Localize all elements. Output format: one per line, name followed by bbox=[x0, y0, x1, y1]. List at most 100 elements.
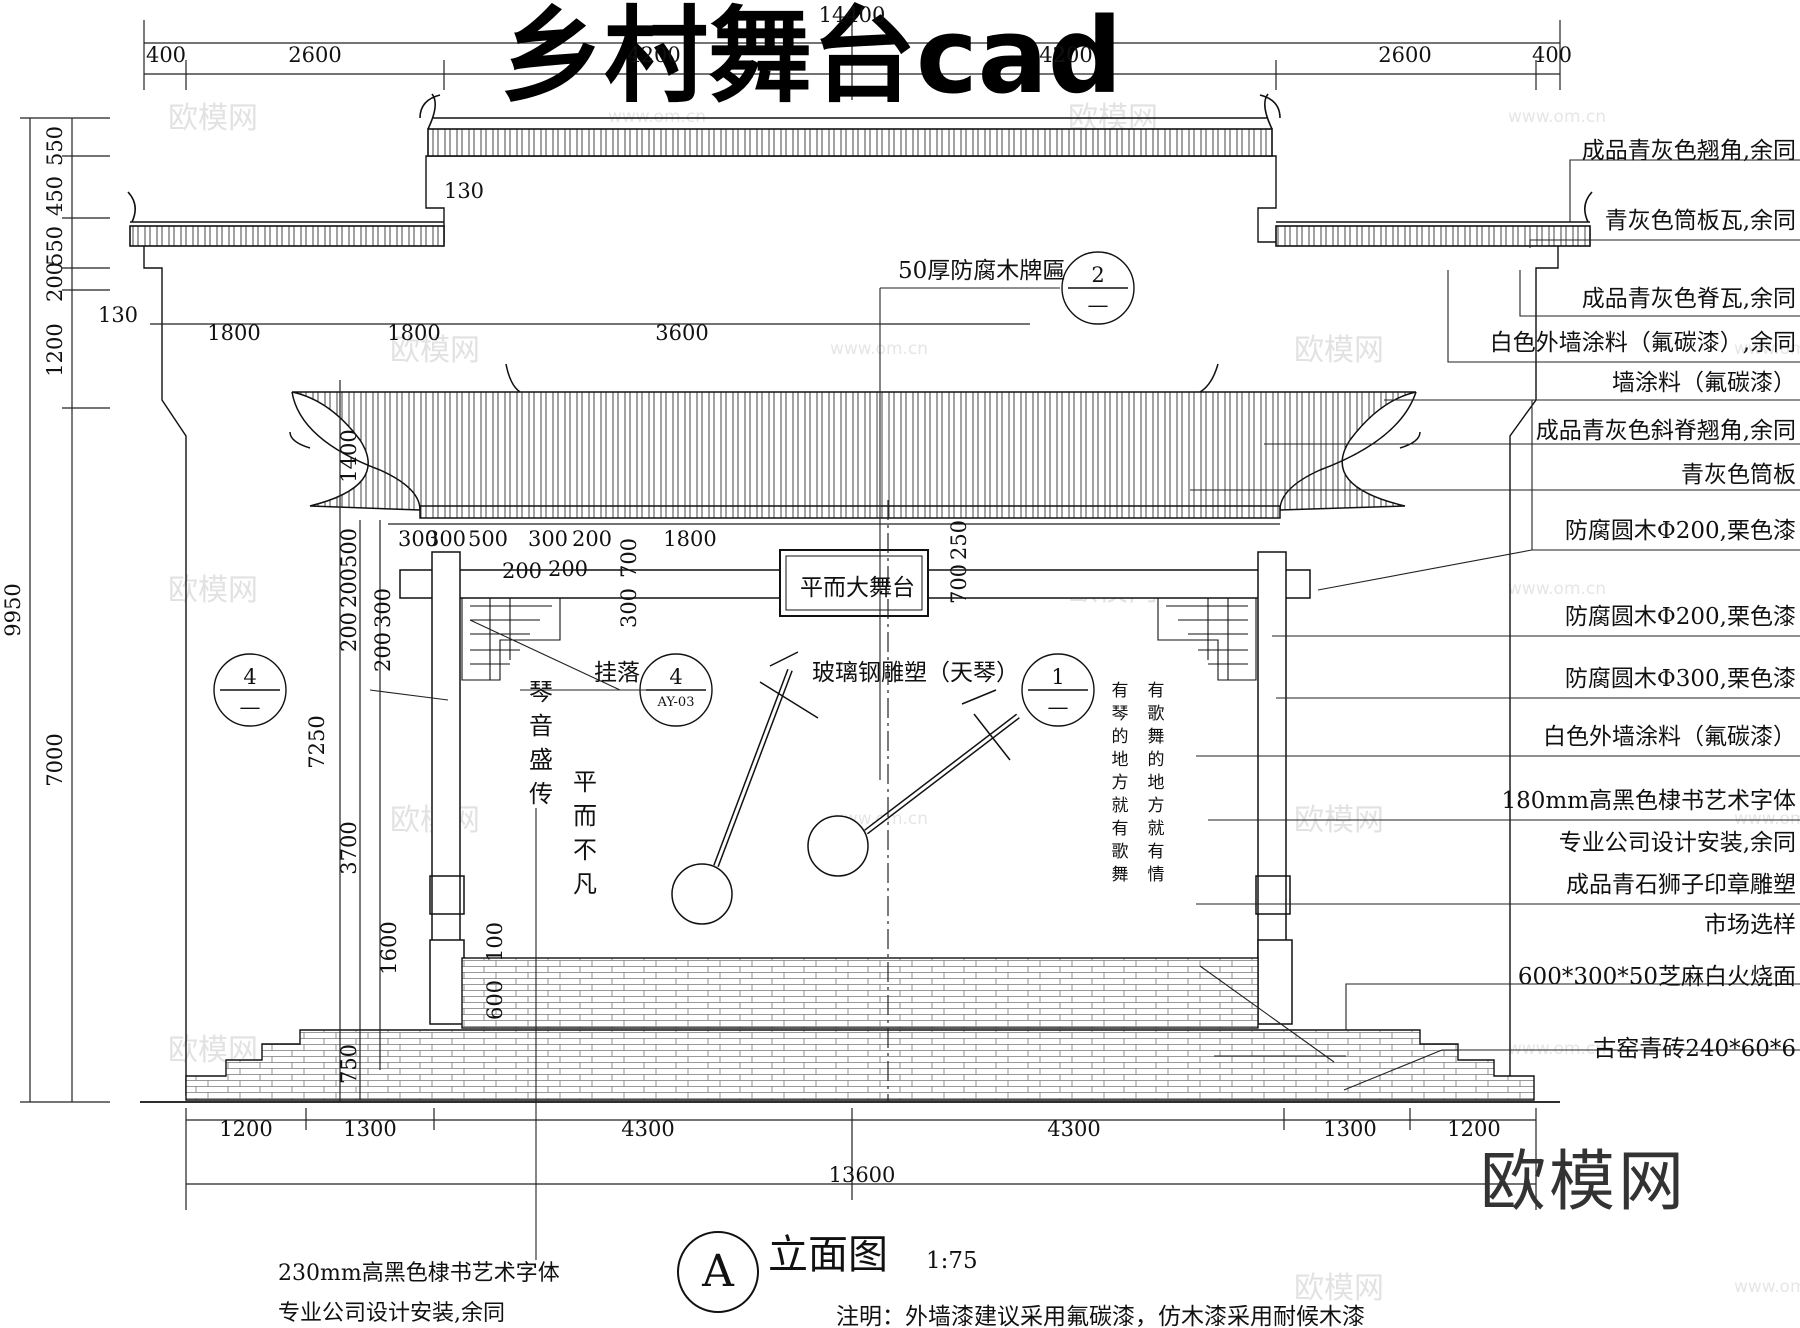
dim-roof-h: 1400 bbox=[337, 429, 361, 482]
pavilion-roof bbox=[289, 363, 1421, 519]
dim-bottom-seg: 1200 bbox=[219, 1117, 272, 1141]
wall-text-col3: 有琴的地方就有歌舞 bbox=[1112, 681, 1129, 885]
dim-stack: 200 bbox=[337, 568, 361, 608]
dim-frame: 1800 bbox=[663, 527, 716, 551]
material-note: 市场选样 bbox=[1704, 912, 1796, 938]
dim-roof-span: 1800 bbox=[387, 321, 440, 345]
callout-sub: — bbox=[1088, 293, 1109, 317]
drawing-title: 立面图 bbox=[768, 1232, 888, 1278]
callout-sub: — bbox=[240, 695, 261, 719]
drawing-scale: 1:75 bbox=[926, 1248, 978, 1274]
dim-130: 130 bbox=[98, 303, 138, 327]
material-note: 成品青灰色翘角,余同 bbox=[1582, 138, 1796, 164]
watermark-url: www.om.cn bbox=[1734, 809, 1800, 829]
leader-lines bbox=[369, 159, 1800, 1260]
dim-130: 130 bbox=[444, 179, 484, 203]
material-note: 专业公司设计安装,余同 bbox=[1559, 830, 1796, 856]
dim-stage: 100 bbox=[483, 922, 507, 962]
material-note: 600*300*50芝麻白火烧面 bbox=[1518, 964, 1796, 990]
dim-bottom-seg: 4300 bbox=[1047, 1117, 1100, 1141]
dim-frame: 300 bbox=[426, 527, 466, 551]
callout-sub: — bbox=[1048, 695, 1069, 719]
material-note: 180mm高黑色棣书艺术字体 bbox=[1501, 788, 1796, 814]
sculpture-tianqin bbox=[671, 651, 1020, 925]
watermark-url: www.om.cn bbox=[1508, 1039, 1606, 1059]
watermark-text: 欧模网 bbox=[168, 573, 258, 608]
dim-frame-right: 250 bbox=[947, 520, 971, 560]
callouts bbox=[213, 251, 1135, 1313]
watermark-url: www.om.cn bbox=[830, 339, 928, 359]
dim-lower: 750 bbox=[337, 1044, 361, 1084]
dim-stage: 600 bbox=[483, 980, 507, 1020]
pavilion-frame bbox=[399, 549, 1311, 1025]
material-note: 白色外墙涂料（氟碳漆） bbox=[1543, 724, 1796, 750]
sculpture-annotation: 玻璃钢雕塑（天琴） bbox=[812, 660, 1019, 686]
bottom-dimensions: 1200 1300 4300 4300 1300 1200 13600 bbox=[219, 1117, 1500, 1187]
dim-top-seg: 400 bbox=[146, 43, 186, 67]
dim-left-lower: 7000 bbox=[43, 733, 67, 786]
dim-roof-span: 3600 bbox=[655, 321, 708, 345]
material-note: 青灰色筒板瓦,余同 bbox=[1605, 208, 1796, 234]
main-tile-band bbox=[427, 128, 1273, 157]
dim-brace: 700 bbox=[617, 538, 641, 578]
material-note: 成品青石狮子印章雕塑 bbox=[1566, 872, 1796, 898]
guaLuo-annotation: 挂落 bbox=[594, 660, 640, 686]
dim-lower: 7250 bbox=[305, 715, 329, 768]
material-note: 成品青灰色斜脊翘角,余同 bbox=[1536, 418, 1796, 444]
watermark-text: 欧模网 bbox=[390, 333, 480, 368]
dim-top-seg: 4200 bbox=[1039, 43, 1092, 67]
material-note: 白色外墙涂料（氟碳漆）,余同 bbox=[1490, 330, 1796, 356]
material-note: 成品青灰色脊瓦,余同 bbox=[1582, 286, 1796, 312]
wall-text-col4: 有歌舞的地方就有情 bbox=[1148, 681, 1165, 885]
dim-top-seg: 400 bbox=[1532, 43, 1572, 67]
dim-frame: 200 bbox=[572, 527, 612, 551]
dim-frame: 300 bbox=[528, 527, 568, 551]
material-note: 墙涂料（氟碳漆） bbox=[1612, 370, 1796, 396]
drawing-label: A bbox=[701, 1246, 735, 1297]
wall bbox=[127, 93, 1593, 1096]
dim-left-seg: 450 bbox=[43, 176, 67, 216]
wall-text-col2: 平而不凡 bbox=[573, 768, 597, 898]
dim-frame: 300 bbox=[398, 527, 438, 551]
wall-calligraphy: 琴音盛传平而不凡 有琴的地方就有歌舞 有歌舞的地方就有情 bbox=[529, 678, 1165, 898]
callout-number: 4 bbox=[243, 665, 256, 689]
dim-left-seg: 550 bbox=[43, 226, 67, 266]
dim-roof-span: 1800 bbox=[207, 321, 260, 345]
dim-bottom-seg: 4300 bbox=[621, 1117, 674, 1141]
watermark-text: 欧模网 bbox=[1294, 1271, 1384, 1306]
dim-lower: 1600 bbox=[377, 921, 401, 974]
dim-top-seg: 2600 bbox=[288, 43, 341, 67]
callout-number: 1 bbox=[1051, 665, 1064, 689]
dim-stack: 300 bbox=[371, 588, 395, 628]
dim-left-total: 9950 bbox=[1, 583, 25, 636]
font-annotation: 230mm高黑色棣书艺术字体 bbox=[278, 1261, 560, 1286]
mid-dimensions: 130 130 1800 1800 3600 1400 300 300 500 … bbox=[98, 179, 971, 1084]
callout-number: 2 bbox=[1091, 263, 1104, 287]
dim-frame-right: 700 bbox=[947, 564, 971, 604]
material-note: 古窑青砖240*60*6 bbox=[1593, 1036, 1796, 1062]
wall-text-col1: 琴音盛传 bbox=[529, 678, 553, 808]
material-note: 防腐圆木Φ300,栗色漆 bbox=[1565, 666, 1796, 692]
dim-bottom-seg: 1200 bbox=[1447, 1117, 1500, 1141]
left-annotations: 50厚防腐木牌匾 挂落 玻璃钢雕塑（天琴） 230mm高黑色棣书艺术字体 专业公… bbox=[278, 258, 1065, 1326]
dimension-lines bbox=[20, 20, 1561, 1210]
drawing-note: 注明：外墙漆建议采用氟碳漆，仿木漆采用耐候木漆 bbox=[836, 1304, 1365, 1328]
dim-frame: 500 bbox=[468, 527, 508, 551]
left-dimensions: 550 450 550 200 1200 9950 7000 bbox=[1, 126, 67, 787]
font-annotation: 专业公司设计安装,余同 bbox=[278, 1301, 505, 1326]
watermark-url: www.om.cn bbox=[608, 107, 706, 127]
callout-number: 4 bbox=[669, 665, 682, 689]
dim-top-seg: 4200 bbox=[627, 43, 680, 67]
dim-stack: 500 bbox=[337, 528, 361, 568]
material-note: 青灰色筒板 bbox=[1681, 462, 1796, 488]
plaque-text: 平而大舞台 bbox=[800, 575, 915, 601]
dim-bottom-total: 13600 bbox=[829, 1163, 896, 1187]
dim-stack: 200 bbox=[337, 612, 361, 652]
watermark-text: 欧模网 bbox=[168, 101, 258, 136]
stage-base bbox=[140, 957, 1560, 1103]
material-note: 防腐圆木Φ200,栗色漆 bbox=[1565, 604, 1796, 630]
watermark-url: www.om.cn bbox=[1508, 579, 1606, 599]
dim-top-seg: 2600 bbox=[1378, 43, 1431, 67]
watermark-url: www.om.cn bbox=[1508, 107, 1606, 127]
